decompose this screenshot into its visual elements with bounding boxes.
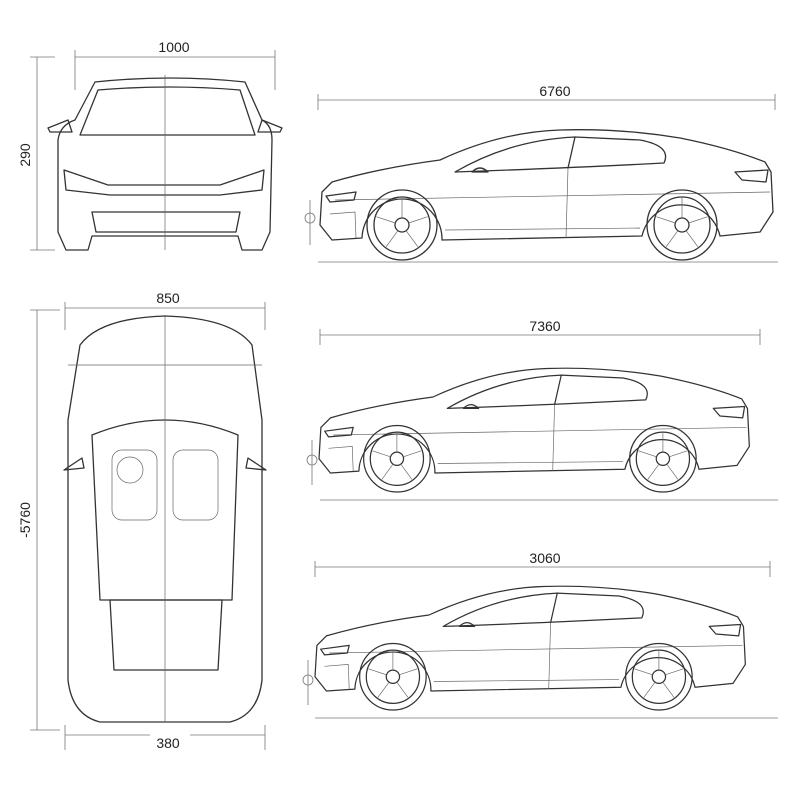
top-width-label: 850 (156, 290, 180, 306)
side3-length-label: 3060 (529, 550, 560, 566)
side2-length-label: 7360 (529, 318, 560, 334)
side-view-2 (319, 368, 749, 492)
side-view-3 (315, 586, 745, 710)
top-view (63, 315, 267, 723)
front-view (47, 75, 283, 251)
side1-length-label: 6760 (539, 83, 570, 99)
top-rear-width-label: 380 (156, 735, 180, 751)
side-view-1 (320, 130, 773, 260)
front-width-label: 1000 (158, 39, 189, 55)
front-height-label: 290 (17, 143, 33, 167)
top-length-label: -5760 (17, 502, 33, 538)
